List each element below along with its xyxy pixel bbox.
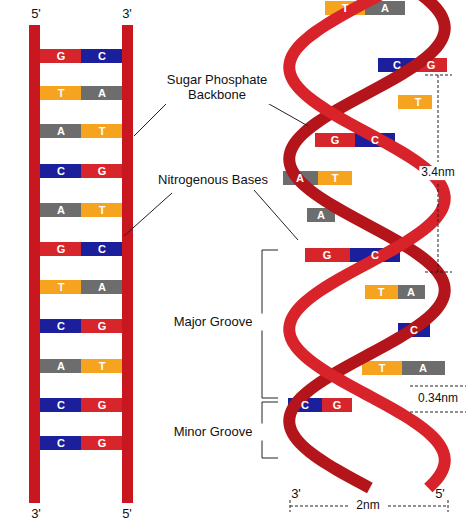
helix-ribbons — [289, 0, 444, 488]
base-letter: G — [98, 399, 107, 412]
helix-strand — [289, 0, 444, 488]
base-bar — [40, 398, 81, 412]
base-letter: T — [99, 360, 106, 373]
base-letter: C — [410, 324, 418, 337]
base-letter: T — [58, 281, 65, 294]
base-letter: C — [301, 399, 309, 412]
strand-end: 5' — [122, 507, 132, 522]
base-letter: C — [98, 243, 106, 256]
base-bar — [40, 124, 81, 138]
base-bar — [362, 361, 402, 375]
callout-label: Nitrogenous Bases — [153, 172, 273, 189]
base-bar — [81, 49, 122, 63]
base-letter: C — [57, 399, 65, 412]
base-bar — [81, 280, 122, 294]
base-letter: T — [332, 172, 339, 185]
base-letter: G — [57, 243, 66, 256]
base-letter: T — [415, 96, 422, 109]
base-letter: T — [378, 286, 385, 299]
base-letter: C — [393, 59, 401, 72]
base-bar — [365, 285, 398, 299]
base-letter: G — [98, 320, 107, 333]
base-letter: G — [331, 134, 340, 147]
base-letter: A — [381, 2, 389, 15]
base-letter: G — [427, 59, 436, 72]
base-letter: C — [371, 249, 379, 262]
base-bar — [81, 319, 122, 333]
base-letter: A — [57, 204, 65, 217]
base-letter: G — [98, 165, 107, 178]
base-bar — [40, 319, 81, 333]
base-letter: A — [407, 286, 415, 299]
strand-end: 5' — [435, 487, 445, 502]
base-bar — [315, 133, 355, 147]
strand-end: 3' — [122, 7, 132, 22]
base-bar — [40, 280, 81, 294]
base-bar — [40, 436, 81, 450]
base-bar — [402, 361, 445, 375]
dimension-label: 2nm — [354, 499, 381, 513]
base-bar — [398, 95, 432, 109]
base-bar — [40, 242, 81, 256]
base-letter: A — [317, 209, 325, 222]
base-bar — [305, 248, 350, 262]
base-bar — [40, 86, 81, 100]
base-bar — [318, 171, 352, 185]
base-bar — [322, 398, 352, 412]
callout-label: Minor Groove — [153, 424, 273, 441]
strand-end: 5' — [31, 7, 41, 22]
base-letter: T — [99, 204, 106, 217]
base-bar — [398, 285, 425, 299]
dimension-label: 3.4nm — [419, 166, 456, 180]
strand-end: 3' — [31, 507, 41, 522]
base-letter: A — [419, 362, 427, 375]
callout-label: Sugar Phosphate Backbone — [157, 72, 277, 104]
base-bar — [81, 124, 122, 138]
ladder-rail — [122, 25, 133, 503]
base-bar — [81, 359, 122, 373]
base-bar — [40, 359, 81, 373]
base-letter: C — [98, 50, 106, 63]
base-bar — [81, 164, 122, 178]
dimension-lines — [290, 75, 466, 512]
base-letter: G — [333, 399, 342, 412]
base-letter: T — [342, 2, 349, 15]
helix-strand — [289, 0, 444, 488]
base-letter: G — [98, 437, 107, 450]
base-bar — [40, 49, 81, 63]
base-bars — [40, 1, 447, 450]
base-letter: A — [296, 172, 304, 185]
ladder-rail — [29, 25, 40, 503]
base-letter: T — [58, 87, 65, 100]
leader-lines — [124, 100, 308, 240]
base-letter: C — [57, 165, 65, 178]
base-letter: T — [379, 362, 386, 375]
base-bar — [40, 203, 81, 217]
base-letter: G — [323, 249, 332, 262]
base-letter: G — [57, 50, 66, 63]
base-letter: C — [371, 134, 379, 147]
base-bar — [81, 398, 122, 412]
callout-label: Major Groove — [153, 314, 273, 331]
base-bar — [81, 203, 122, 217]
base-bar — [40, 164, 81, 178]
base-bar — [81, 436, 122, 450]
base-letter: A — [98, 281, 106, 294]
base-letter: A — [57, 125, 65, 138]
base-bar — [81, 86, 122, 100]
base-letter: T — [99, 125, 106, 138]
strand-end: 3' — [291, 487, 301, 502]
base-letter: C — [57, 437, 65, 450]
base-bar — [81, 242, 122, 256]
base-letter: A — [98, 87, 106, 100]
base-letter: A — [57, 360, 65, 373]
base-letter: C — [57, 320, 65, 333]
dimension-label: 0.34nm — [416, 392, 460, 406]
